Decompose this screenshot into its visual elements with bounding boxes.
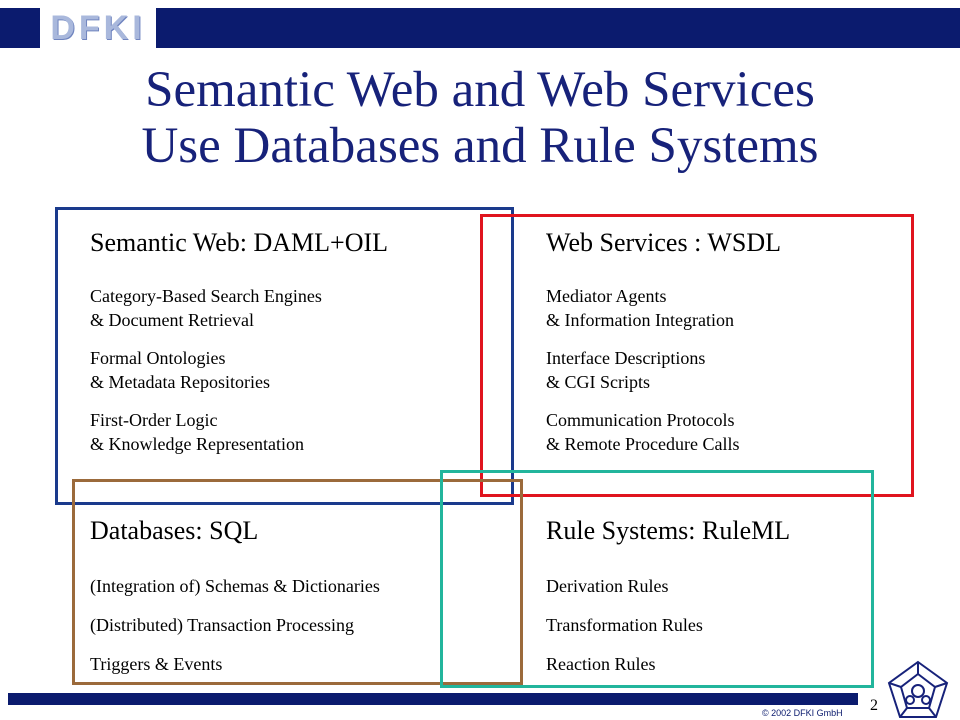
list-item: Transformation Rules — [546, 615, 703, 635]
list-item-line: Formal Ontologies — [90, 348, 226, 368]
list-item-line: & Metadata Repositories — [90, 372, 270, 392]
semantic-web-heading: Semantic Web: DAML+OIL — [90, 228, 389, 257]
list-item-line: First-Order Logic — [90, 410, 218, 430]
list-item: First-Order Logic & Knowledge Representa… — [90, 408, 388, 456]
footer-bar — [8, 693, 858, 705]
rule-systems-frame — [440, 470, 874, 688]
semantic-web-logo-icon — [887, 660, 949, 718]
semantic-web-frame — [55, 207, 514, 505]
list-item-line: Category-Based Search Engines — [90, 286, 322, 306]
copyright-text: © 2002 DFKI GmbH — [762, 708, 843, 718]
rule-systems-section: Rule Systems: RuleML Derivation Rules Tr… — [546, 516, 790, 676]
list-item-line: & CGI Scripts — [546, 372, 651, 392]
list-item: Derivation Rules — [546, 576, 669, 596]
databases-section: Databases: SQL (Integration of) Schemas … — [90, 516, 380, 676]
list-item-line: Interface Descriptions — [546, 348, 706, 368]
slide-title-line-1: Semantic Web and Web Services — [145, 62, 815, 118]
web-services-frame — [480, 214, 914, 497]
list-item-line: & Information Integration — [546, 310, 734, 330]
list-item: Triggers & Events — [90, 654, 223, 674]
page-number: 2 — [870, 697, 878, 714]
slide-title: Semantic Web and Web Services Use Databa… — [20, 62, 940, 174]
web-services-section: Web Services : WSDL Mediator Agents & In… — [546, 228, 781, 456]
slide-title-line-2: Use Databases and Rule Systems — [141, 118, 819, 174]
dfki-logo-text: DFKI — [50, 8, 146, 47]
list-item-line: & Knowledge Representation — [90, 434, 304, 454]
semantic-web-section: Semantic Web: DAML+OIL Category-Based Se… — [90, 228, 388, 456]
list-item: (Distributed) Transaction Processing — [90, 615, 354, 635]
list-item-line: & Remote Procedure Calls — [546, 434, 740, 454]
list-item: Category-Based Search Engines & Document… — [90, 284, 388, 332]
databases-frame — [72, 479, 523, 685]
web-services-heading: Web Services : WSDL — [546, 228, 781, 257]
databases-heading: Databases: SQL — [90, 516, 259, 545]
list-item: Reaction Rules — [546, 654, 656, 674]
list-item: Formal Ontologies & Metadata Repositorie… — [90, 346, 388, 394]
rule-systems-heading: Rule Systems: RuleML — [546, 516, 791, 545]
list-item-line: Mediator Agents — [546, 286, 667, 306]
list-item-line: & Document Retrieval — [90, 310, 254, 330]
list-item-line: Communication Protocols — [546, 410, 735, 430]
dfki-logo: DFKI — [40, 8, 156, 48]
list-item: Interface Descriptions & CGI Scripts — [546, 346, 781, 394]
list-item: Mediator Agents & Information Integratio… — [546, 284, 781, 332]
list-item: (Integration of) Schemas & Dictionaries — [90, 576, 380, 596]
header-bar — [0, 8, 960, 48]
list-item: Communication Protocols & Remote Procedu… — [546, 408, 781, 456]
